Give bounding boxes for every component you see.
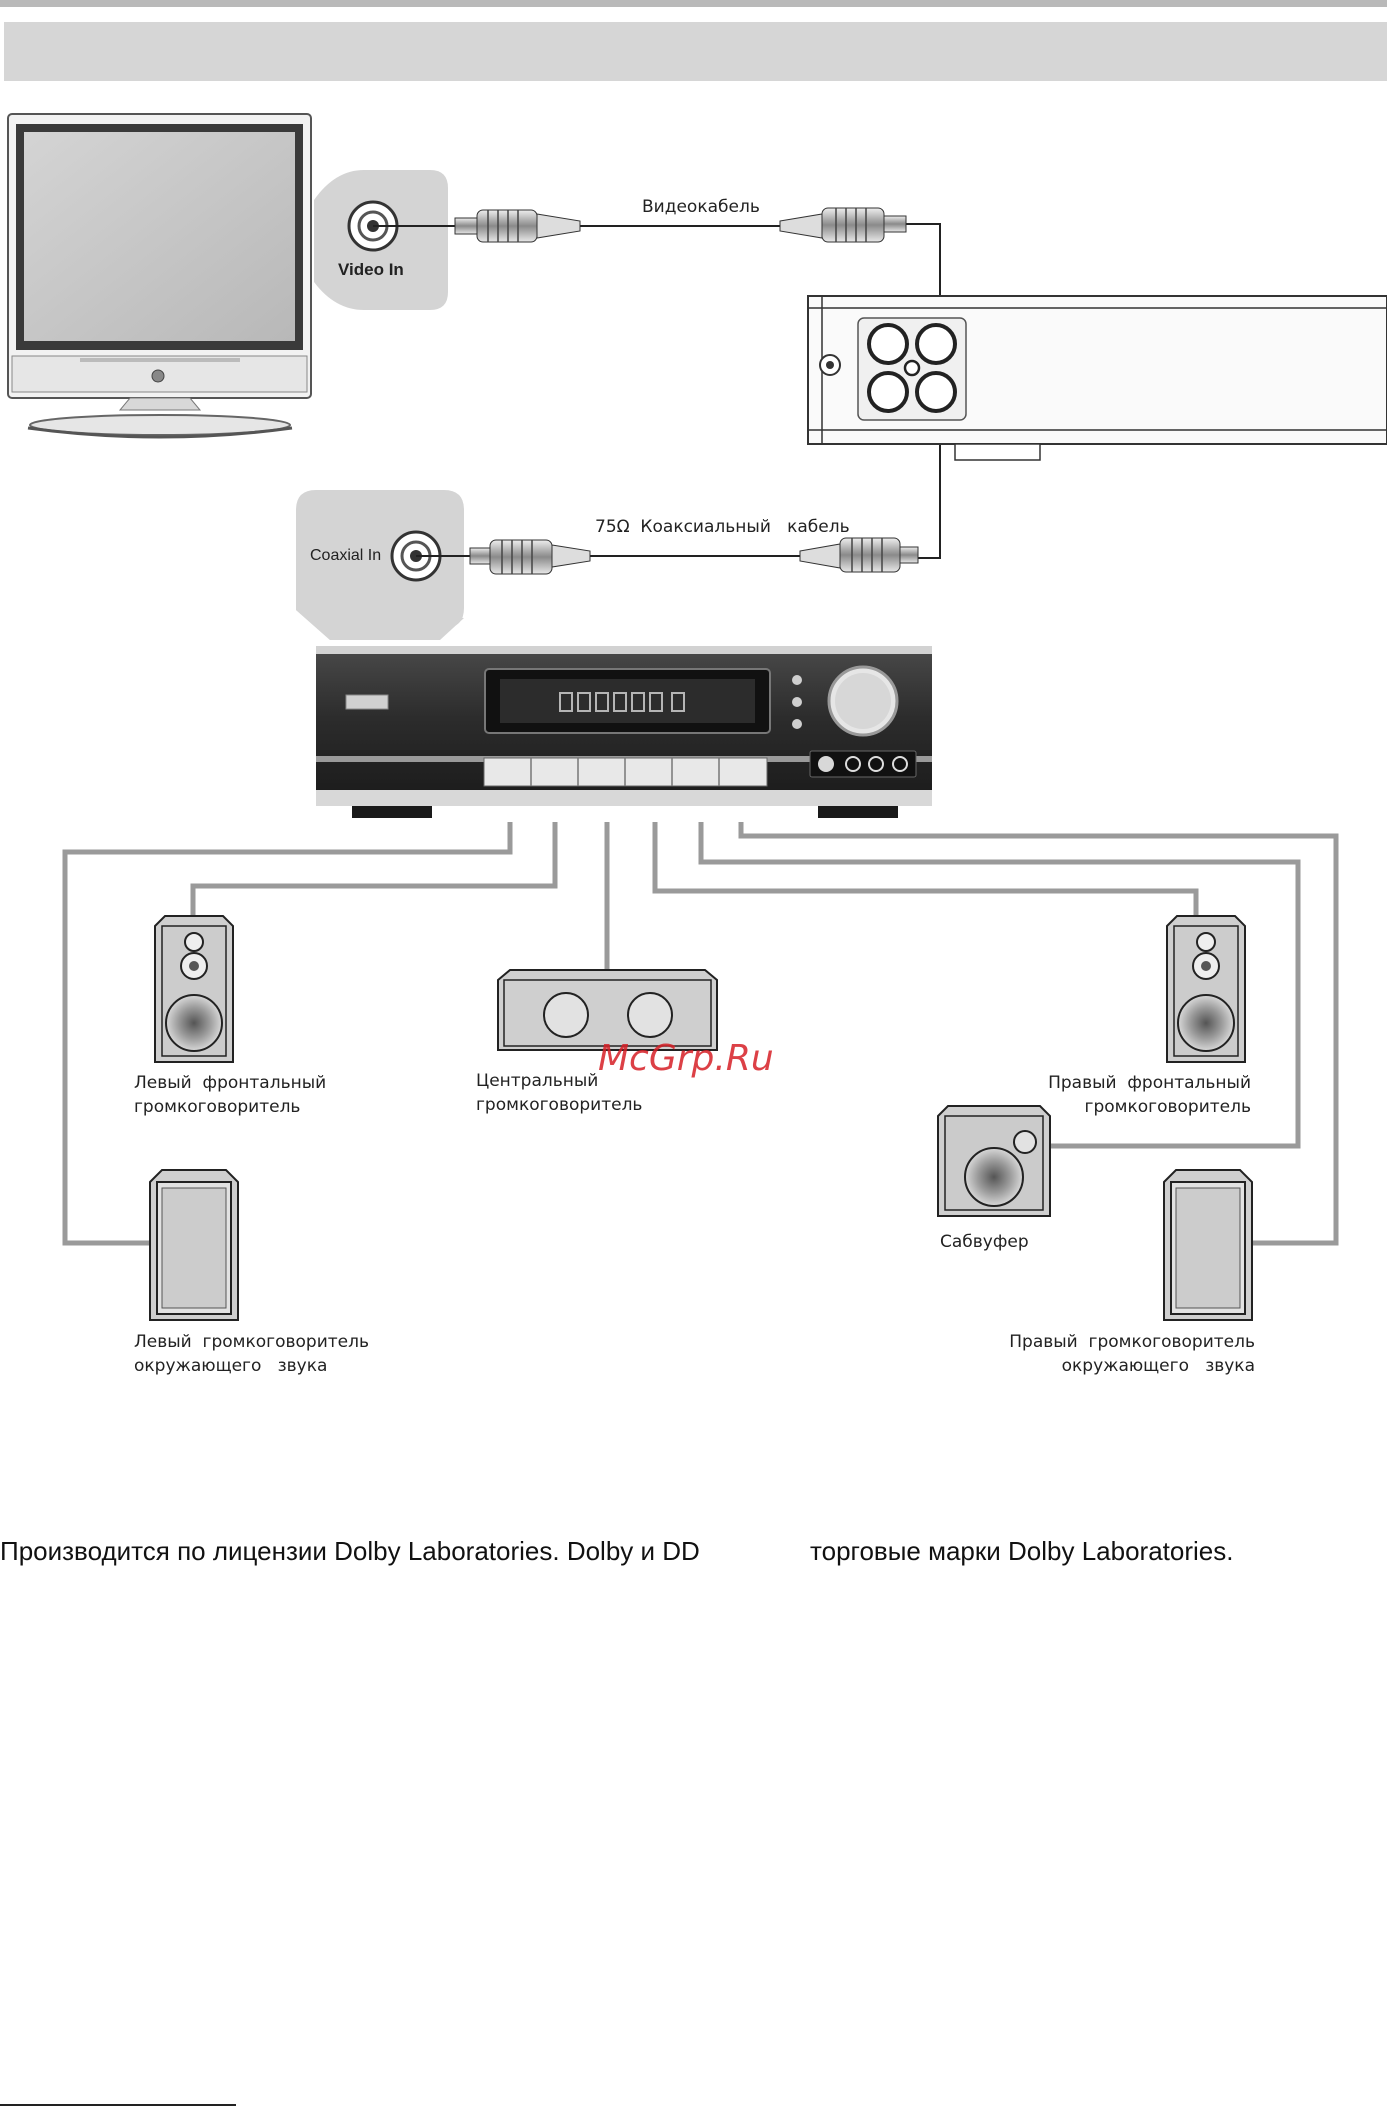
subwoofer (937, 1105, 1051, 1217)
front-left-speaker (154, 915, 234, 1063)
front-left-speaker-label-line1: Левый фронтальный (134, 1073, 327, 1093)
footnote-rule (0, 2104, 236, 2106)
surround-right-speaker (1163, 1169, 1253, 1321)
video-cable-plug-left (454, 209, 581, 243)
coaxial-cable-plug-right (799, 537, 919, 573)
front-right-speaker-label: Правый фронтальный громкоговоритель (1048, 1071, 1251, 1119)
surround-right-speaker-label-line2: окружающего звука (1061, 1356, 1255, 1376)
av-receiver (316, 646, 932, 818)
video-cable-label: Видеокабель (642, 197, 760, 217)
surround-right-speaker-label-line1: Правый громкоговоритель (1009, 1332, 1255, 1352)
surround-right-speaker-label: Правый громкоговоритель окружающего звук… (1009, 1330, 1255, 1378)
footer-text-right: торговые марки Dolby Laboratories. (810, 1536, 1234, 1566)
section-header-bar (4, 22, 1387, 81)
watermark: McGrp.Ru (598, 1038, 774, 1079)
video-cable-plug-right (779, 207, 907, 243)
footer-text-left: Производится по лицензии Dolby Laborator… (0, 1536, 700, 1566)
surround-left-speaker-label: Левый громкоговоритель окружающего звука (134, 1330, 369, 1378)
surround-left-speaker-label-line2: окружающего звука (134, 1356, 328, 1376)
front-left-speaker-label-line2: громкоговоритель (134, 1097, 301, 1117)
coaxial-in-label: Coaxial In (310, 547, 382, 564)
front-right-speaker-label-line1: Правый фронтальный (1048, 1073, 1251, 1093)
surround-left-speaker-label-line1: Левый громкоговоритель (134, 1332, 369, 1352)
front-right-speaker (1166, 915, 1246, 1063)
top-rule (0, 0, 1387, 7)
center-speaker-label: Центральный громкоговоритель (476, 1069, 642, 1117)
center-speaker (497, 969, 718, 1051)
tv-monitor (7, 113, 312, 439)
video-in-callout (314, 170, 448, 310)
front-right-speaker-label-line2: громкоговоритель (1084, 1097, 1251, 1117)
front-left-speaker-label: Левый фронтальный громкоговоритель (134, 1071, 326, 1119)
center-speaker-label-line1: Центральный (476, 1071, 599, 1091)
subwoofer-label-line1: Сабвуфер (940, 1232, 1029, 1252)
video-in-label: Video In (338, 260, 404, 279)
center-speaker-label-line2: громкоговоритель (476, 1095, 643, 1115)
surround-left-speaker (149, 1169, 239, 1321)
coaxial-cable-plug-left (469, 539, 591, 575)
subwoofer-label: Сабвуфер (940, 1230, 1029, 1254)
coaxial-cable-label: 75Ω Коаксиальный кабель (595, 517, 850, 537)
speaker-wires (62, 822, 1339, 1246)
coaxial-in-callout (296, 490, 464, 640)
dvd-player (807, 295, 1387, 461)
